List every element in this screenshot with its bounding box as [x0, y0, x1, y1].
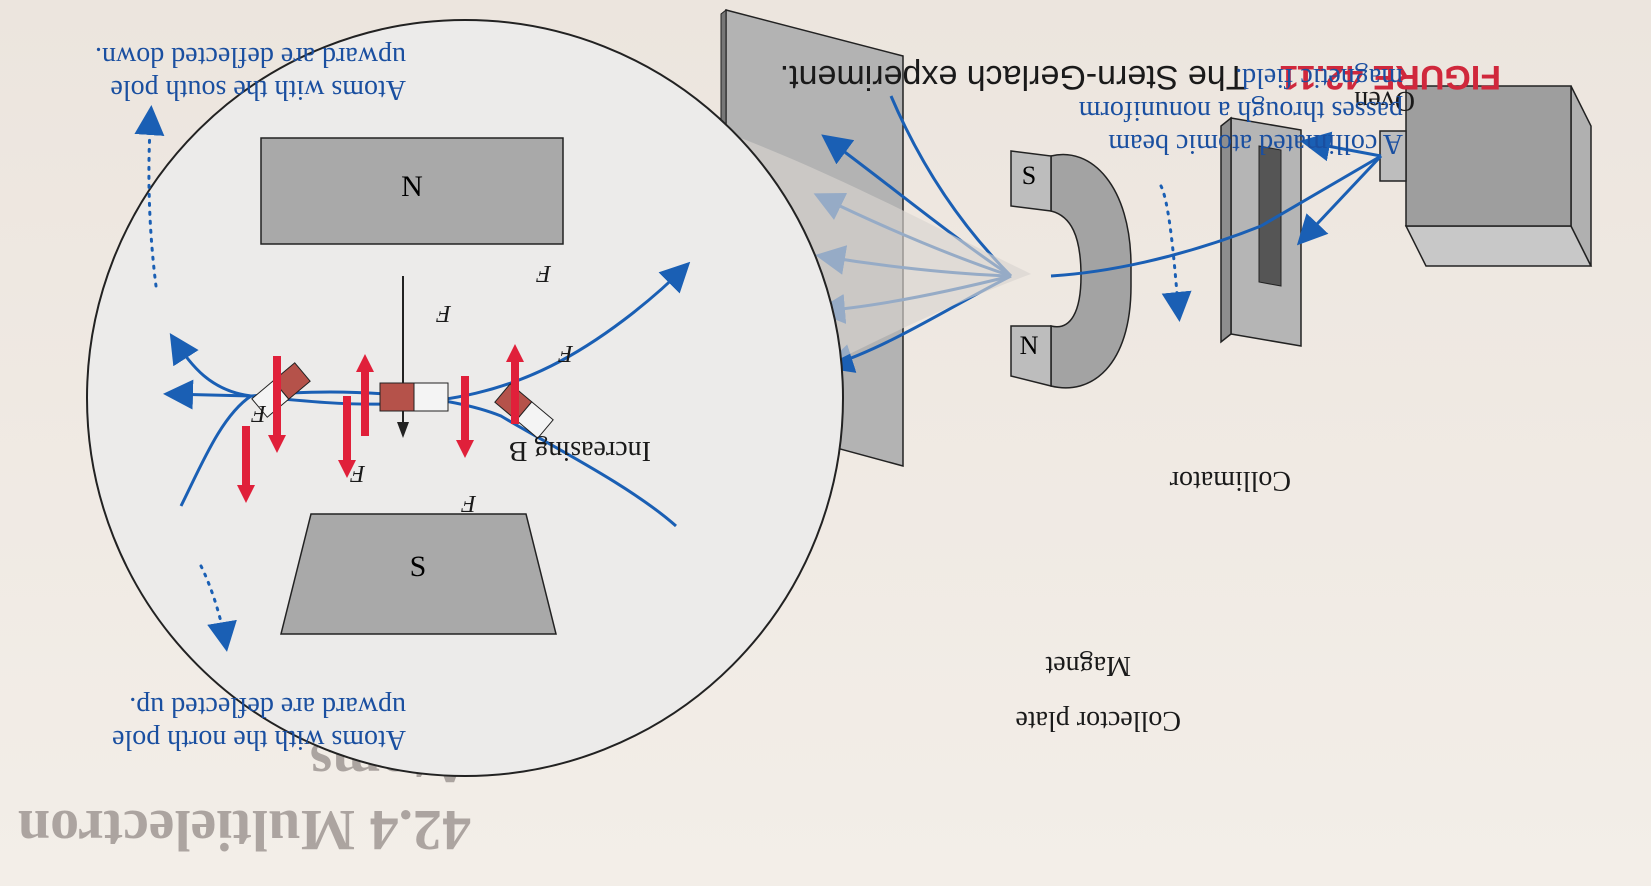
pole-north: [260, 137, 564, 245]
beam-note-line2: passes through a nonuniform: [1078, 95, 1403, 126]
north-note-line1: Atoms with the north pole: [112, 724, 406, 755]
force-label-4: F: [436, 300, 451, 326]
pole-north-label: N: [401, 170, 423, 203]
collimator: [1220, 116, 1302, 347]
magnet-north-label: N: [1020, 331, 1039, 360]
dipole-2: [379, 382, 449, 412]
force-label-6: F: [536, 260, 551, 286]
beam-note: A collimated atomic beam passes through …: [973, 61, 1403, 160]
pole-south-label: S: [410, 550, 427, 583]
increasing-b-label: Increasing B: [508, 435, 651, 466]
collector-plate-label: Collector plate: [1015, 705, 1181, 736]
force-label-1: F: [461, 490, 476, 516]
beam-note-line1: A collimated atomic beam: [1108, 128, 1403, 159]
magnified-view: S N: [86, 19, 844, 777]
force-label-5: F: [558, 340, 573, 366]
beam-note-line3: magnetic field.: [1235, 62, 1403, 93]
incoming-beam: [1050, 131, 1383, 278]
north-note: Atoms with the north pole upward are def…: [6, 690, 406, 756]
pole-south: [280, 513, 557, 635]
force-arrows: [242, 356, 519, 491]
annotation-pointers: [134, 105, 1192, 652]
oven: [1379, 85, 1593, 267]
south-note-line1: Atoms with the south pole: [110, 74, 406, 105]
south-note-line2: upward are deflected down.: [95, 41, 406, 72]
force-label-3: F: [251, 400, 266, 426]
magnet-south-label: S: [1022, 161, 1036, 190]
force-label-2: F: [350, 460, 365, 486]
north-note-line2: upward are deflected up.: [129, 691, 406, 722]
magnet-label: Magnet: [1045, 650, 1131, 681]
south-note: Atoms with the south pole upward are def…: [6, 40, 406, 106]
collimator-label: Collimator: [1169, 465, 1291, 496]
